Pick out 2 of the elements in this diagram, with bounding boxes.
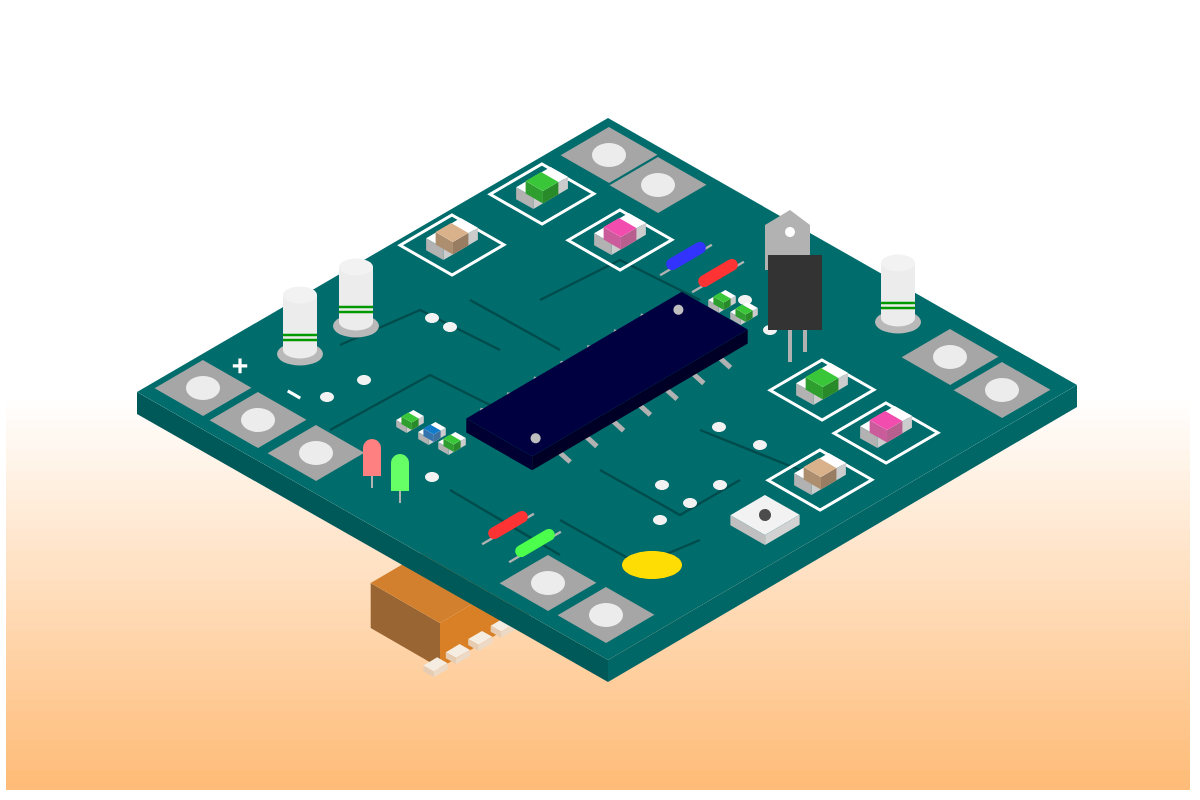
polarity-sign: + [232, 358, 248, 374]
polarity-sign: − [286, 389, 301, 400]
